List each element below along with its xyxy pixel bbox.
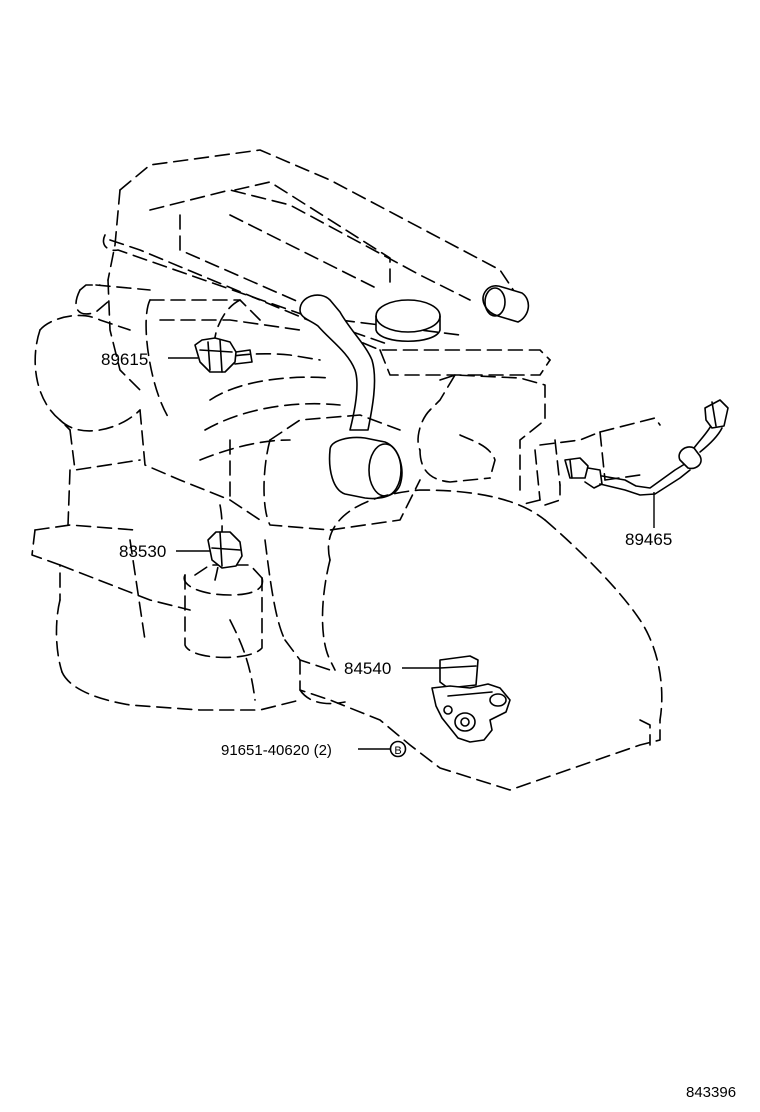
- label-neutral-start-switch: 84540: [344, 659, 391, 678]
- bolt-marker: B: [358, 740, 407, 758]
- knock-sensor-part: [168, 337, 253, 373]
- label-bolt: 91651-40620 (2): [221, 742, 332, 759]
- bolt-marker-letter: B: [394, 745, 401, 757]
- illustration-id: 843396: [686, 1084, 736, 1101]
- oil-pressure-switch-part: [176, 531, 243, 569]
- label-oil-pressure-switch: 83530: [119, 542, 166, 561]
- neutral-start-switch-part: [402, 655, 511, 743]
- oxygen-sensor-part: [564, 399, 729, 528]
- label-oxygen-sensor: 89465: [625, 530, 672, 549]
- label-knock-sensor: 89615: [101, 350, 148, 369]
